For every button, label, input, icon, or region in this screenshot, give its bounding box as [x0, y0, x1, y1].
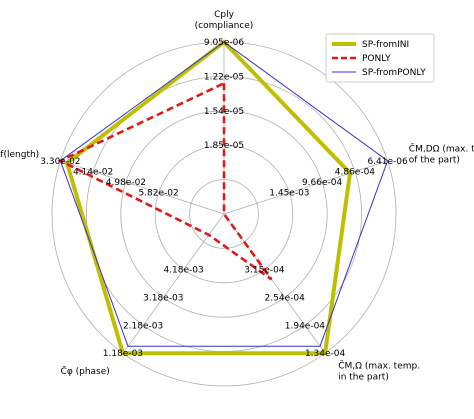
grid-spoke-c-phi — [122, 213, 225, 354]
legend-label-ponly: PONLY — [362, 54, 391, 64]
tick-label-cm-d-omega-4: 1.45e-03 — [269, 189, 309, 199]
axis-label-length-line-1: Lf(length) — [0, 150, 39, 160]
tick-label-length-2: 4.14e-02 — [73, 168, 113, 178]
tick-label-cm-omega-4: 3.15e-04 — [244, 266, 285, 276]
grid-spoke-length — [60, 160, 225, 215]
grid-spoke-cm-d-omega — [223, 160, 388, 215]
tick-label-c-phi-3: 3.18e-03 — [143, 294, 183, 304]
tick-label-cply-2: 1.22e-05 — [204, 72, 244, 82]
tick-label-c-phi-1: 1.18e-03 — [103, 349, 143, 359]
axis-label-cm-omega-line-2: in the part) — [338, 373, 389, 383]
tick-labels: 9.05e-06 1.22e-05 1.54e-05 1.85e-05 6.41e-06… — [40, 38, 408, 359]
tick-label-length-4: 5.82e-02 — [138, 189, 178, 199]
axis-label-cm-d-omega-line-2: of the part) — [409, 155, 460, 165]
series-ponly — [57, 81, 273, 281]
axis-label-cm-omega-line-1: C̄M,Ω (max. temp. — [338, 360, 420, 372]
tick-label-cply-1: 9.05e-06 — [204, 38, 245, 48]
tick-label-length-1: 3.30e-02 — [40, 157, 80, 167]
tick-label-cply-3: 1.54e-05 — [204, 107, 244, 117]
legend-label-sp-fromponly: SP-fromPONLY — [362, 68, 426, 78]
legend-label-sp-fromini: SP-fromINI — [362, 40, 409, 50]
tick-label-cm-d-omega-1: 6.41e-06 — [367, 157, 408, 167]
tick-label-cm-omega-1: 1.34e-04 — [305, 349, 346, 359]
series-sp-fromini — [64, 39, 353, 356]
axis-labels: Cply(compliance) C̄M,DΩ (max. temp. outof… — [0, 10, 474, 383]
tick-label-cm-d-omega-3: 9.66e-04 — [302, 178, 343, 188]
tick-label-cm-omega-3: 2.54e-04 — [265, 294, 306, 304]
tick-label-c-phi-4: 4.18e-03 — [163, 266, 203, 276]
series-layer — [57, 39, 389, 356]
legend: SP-fromINI PONLY SP-fromPONLY — [325, 33, 435, 83]
series-sp-fromponly — [59, 41, 389, 347]
axis-label-cply-line-1: Cply — [214, 10, 234, 20]
tick-label-cm-d-omega-2: 4.86e-04 — [335, 168, 376, 178]
axis-label-cply-line-2: (compliance) — [195, 21, 254, 31]
axis-label-c-phi-line-1: C̄φ (phase) — [61, 366, 110, 378]
tick-label-c-phi-2: 2.18e-03 — [123, 321, 163, 331]
tick-label-cm-omega-2: 1.94e-04 — [285, 321, 326, 331]
tick-label-length-3: 4.98e-02 — [106, 178, 146, 188]
axis-label-cm-d-omega-line-1: C̄M,DΩ (max. temp. out — [409, 143, 474, 155]
tick-label-cply-4: 1.85e-05 — [204, 141, 244, 151]
